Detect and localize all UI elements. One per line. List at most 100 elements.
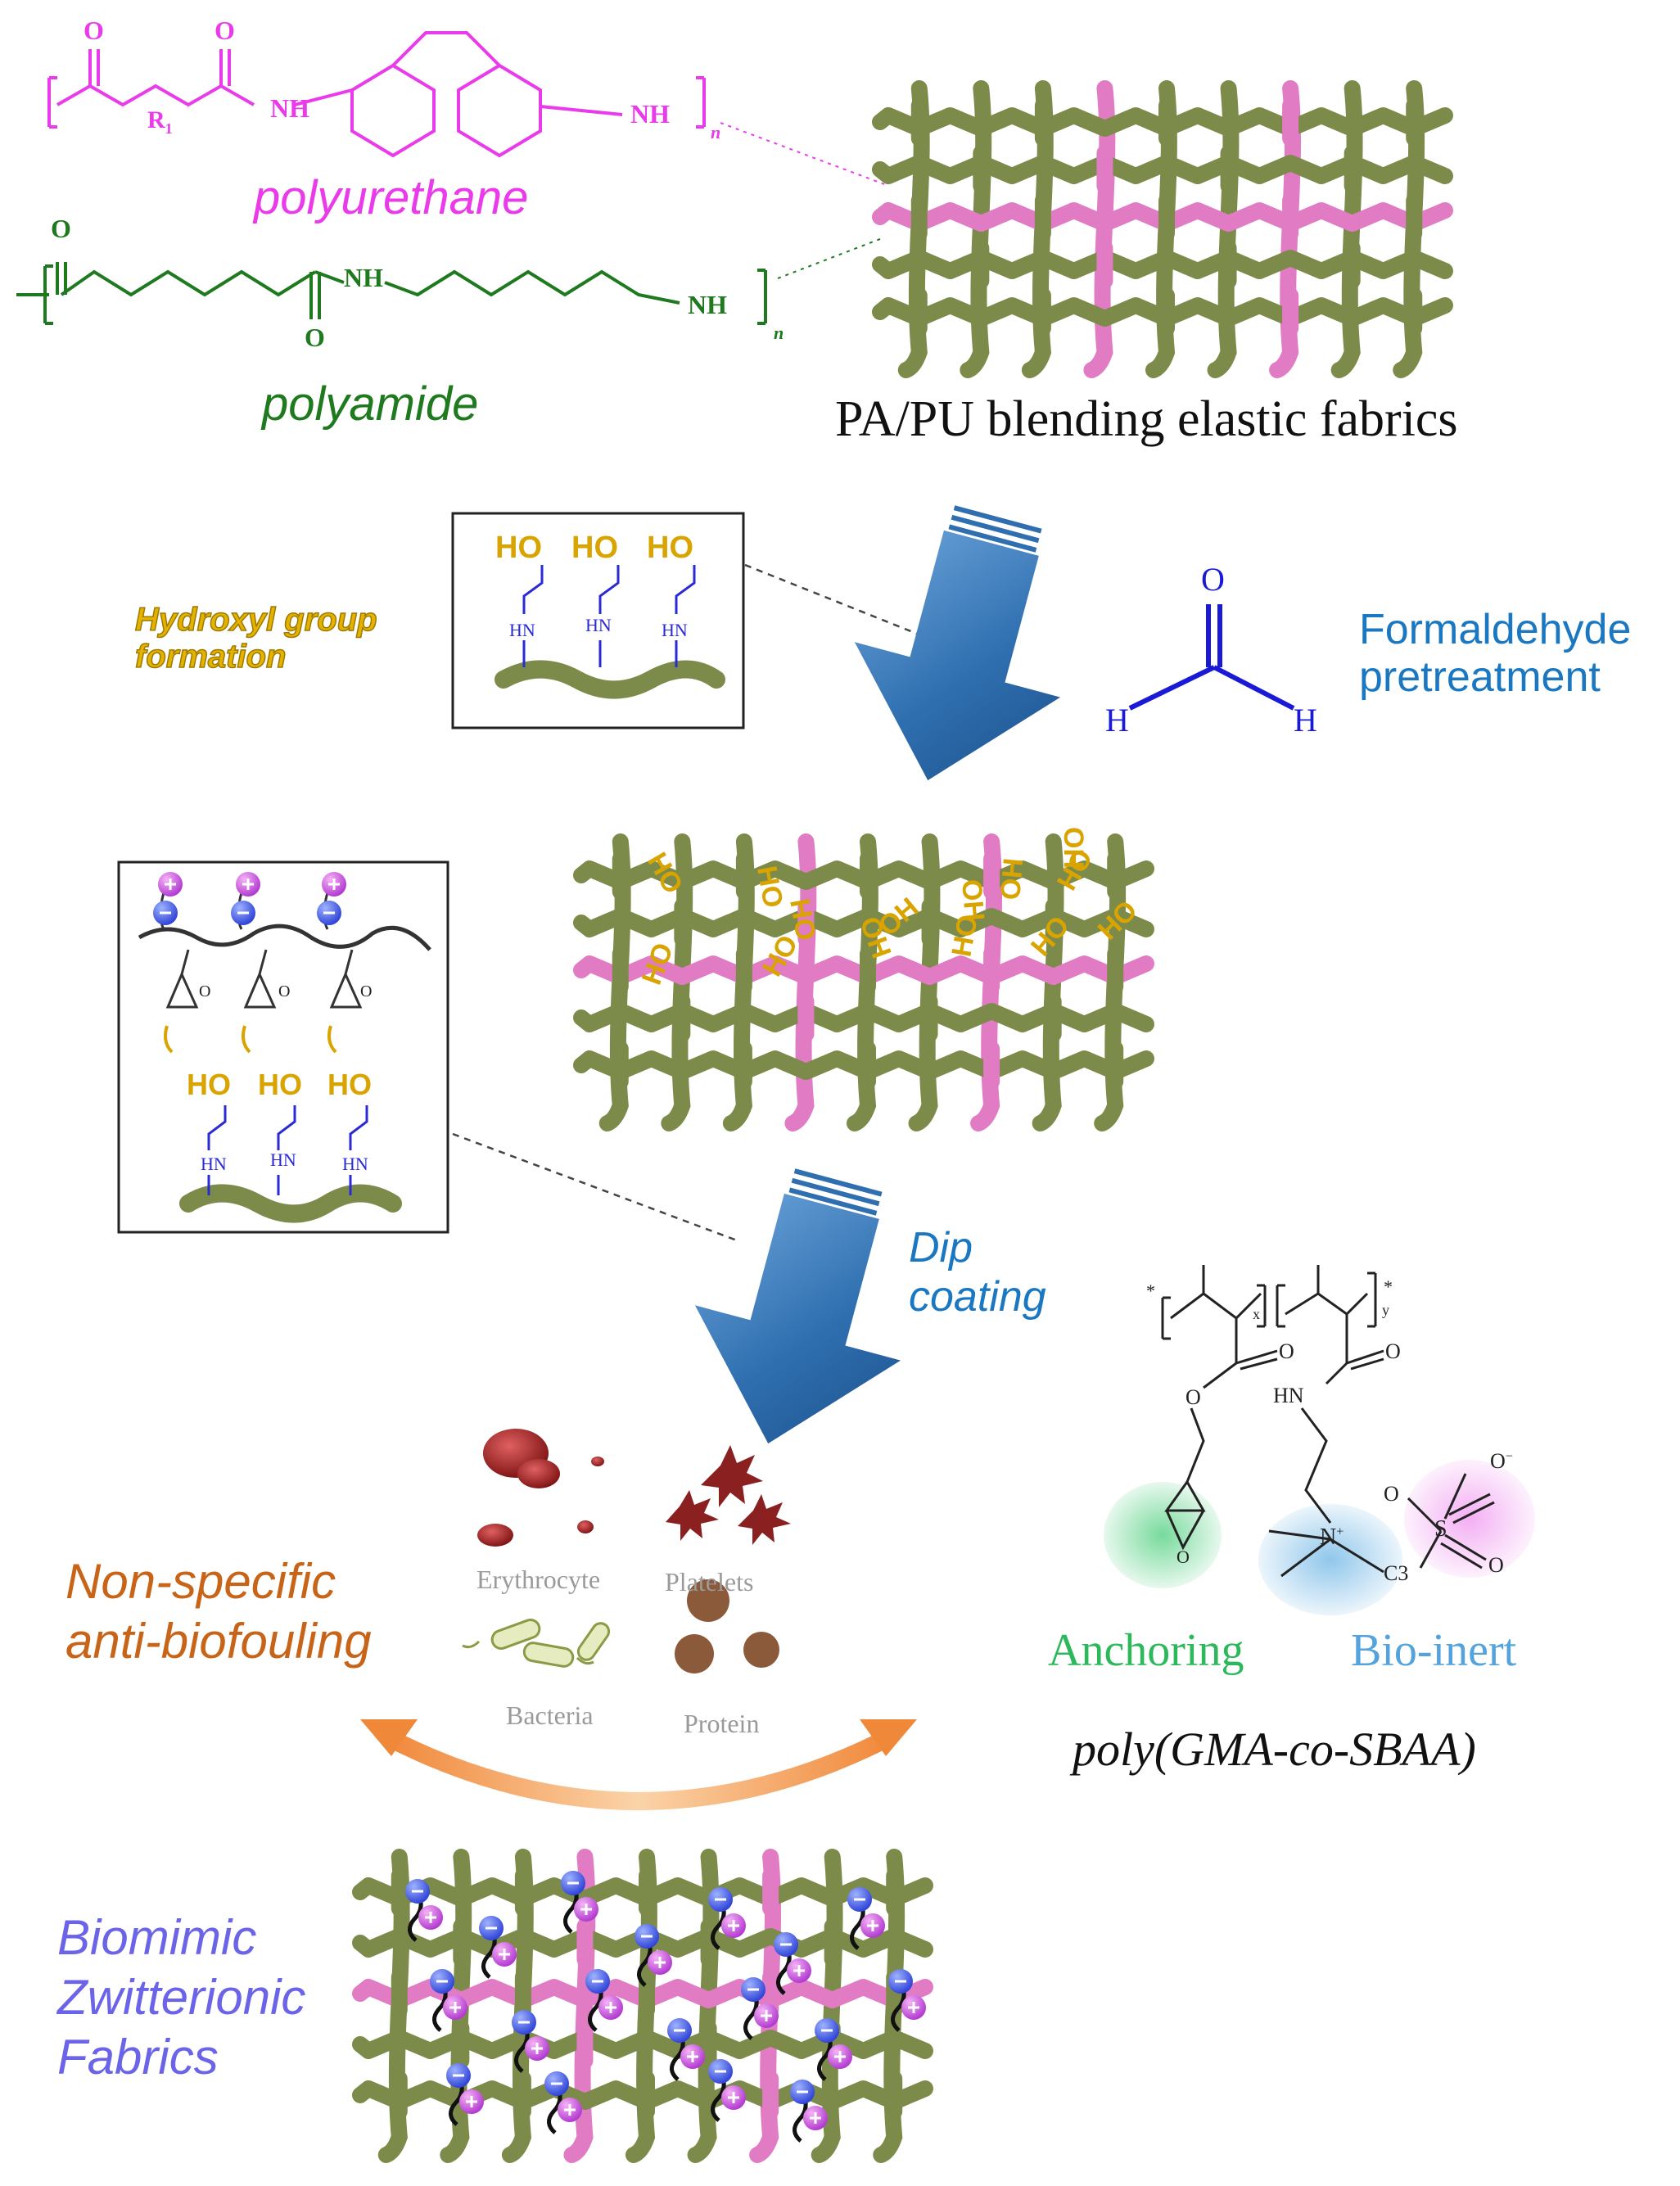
polymer-hn-label: HN: [1273, 1384, 1304, 1407]
fabric-oh-label: OH: [955, 878, 990, 922]
epoxide-ring: [243, 949, 277, 1009]
bioinert-label: Bio-inert: [1351, 1625, 1517, 1676]
formaldehyde-o-label: O: [1201, 561, 1225, 598]
plus-sign: [328, 878, 340, 890]
process-arrow-1: [854, 505, 1061, 781]
inset2-hn-1: HN: [201, 1154, 227, 1174]
pa-weft-thread: [573, 860, 1154, 890]
polymer-so-o1-label: O: [1384, 1482, 1399, 1506]
hydroxyl-inset-structure: [495, 565, 725, 699]
formaldehyde-h1-label: H: [1105, 702, 1129, 738]
epoxide-ring: [165, 949, 199, 1009]
fabric-oh-label: OH: [1058, 827, 1089, 869]
pa-weft-thread: [352, 1877, 933, 1907]
formaldehyde-h2-label: H: [1294, 702, 1317, 738]
process-arrow-2: [694, 1168, 901, 1444]
grafting-inset-structure: [138, 872, 431, 1223]
inset-fiber: [495, 660, 725, 699]
inset2-epoxide-o-3: O: [360, 982, 373, 1000]
inset1-ho-2: HO: [571, 531, 618, 565]
fabric-oh-label: OH: [995, 857, 1029, 901]
inset-fiber: [179, 1184, 402, 1223]
plus-sign: [761, 2010, 772, 2021]
plus-sign: [793, 1965, 805, 1976]
pa-nh1-label: NH: [344, 263, 383, 292]
inset1-hn-1: HN: [509, 620, 535, 640]
pa-warp-thread: [687, 1849, 720, 2163]
plus-sign: [908, 2002, 919, 2013]
plus-sign: [867, 1920, 878, 1931]
plus-sign: [425, 1912, 436, 1923]
protein-clusters: [675, 1579, 779, 1673]
polymer-s-label: S: [1434, 1516, 1447, 1542]
bioinert-glow-blue: [1258, 1504, 1402, 1615]
hydroxymethyl-chain: [522, 565, 544, 614]
zwitterionic-fabric: [352, 1849, 933, 2163]
polymer-so-o2-label: O: [1488, 1553, 1504, 1577]
fabric-caption: PA/PU blending elastic fabrics: [835, 391, 1458, 447]
pa-warp-thread: [908, 833, 941, 1131]
pa-n-label: n: [774, 323, 784, 343]
pa-weft-thread: [352, 2080, 933, 2110]
plus-sign: [531, 2043, 543, 2054]
polymer-ring-o-label: O: [1176, 1547, 1190, 1567]
polymer-x-label: x: [1253, 1306, 1260, 1322]
inset1-connector-line: [744, 563, 926, 639]
pa-o-bottom-label: O: [305, 323, 325, 352]
pa-warp-thread: [811, 1849, 843, 2163]
pu-weft-thread: [573, 955, 1154, 985]
pa-pu-fabric: [872, 80, 1453, 378]
plus-sign: [728, 1920, 739, 1931]
plus-sign: [580, 1904, 592, 1915]
pa-warp-thread: [1032, 833, 1064, 1131]
polymer-y-label: y: [1382, 1302, 1389, 1318]
plus-sign: [605, 2002, 616, 2013]
inset2-hn-3: HN: [342, 1154, 368, 1174]
inset1-ho-1: HO: [495, 531, 542, 565]
plus-sign: [165, 878, 176, 890]
pa-o-top-label: O: [51, 214, 71, 243]
erythrocyte-cells: [477, 1429, 604, 1547]
inset2-ho-3: HO: [327, 1068, 372, 1101]
bacteria-label: Bacteria: [506, 1700, 594, 1730]
plus-sign: [810, 2112, 821, 2124]
bidirectional-arrow: [380, 1728, 897, 1810]
polymer-o1-label: O: [1279, 1339, 1294, 1363]
pu-nh1-label: NH: [270, 93, 309, 123]
inset2-ho-2: HO: [258, 1068, 302, 1101]
plus-sign: [654, 1957, 666, 1968]
bioinert-glow-pink: [1404, 1460, 1535, 1578]
pa-connector-line: [777, 237, 885, 279]
pa-weft-thread: [872, 297, 1453, 327]
inset1-hn-3: HN: [662, 620, 688, 640]
pu-nh2-label: NH: [630, 99, 670, 129]
hydroxymethyl-chain: [207, 1105, 227, 1150]
polymer-name-label: poly(GMA-co-SBAA): [1073, 1723, 1476, 1776]
pu-o2-label: O: [215, 16, 235, 45]
reaction-arrow: [327, 1025, 337, 1054]
right-arrow-head: [860, 1719, 917, 1756]
formaldehyde-molecule: [1128, 604, 1295, 711]
polymer-star-left: *: [1146, 1280, 1155, 1301]
polyamide-label: polyamide: [262, 377, 479, 431]
plus-sign: [834, 2051, 846, 2062]
plus-sign: [687, 2051, 698, 2062]
plus-sign: [564, 2104, 576, 2116]
bacteria-cells: [462, 1619, 611, 1668]
inset-copolymer-backbone: [138, 924, 431, 951]
polymer-star-right: *: [1384, 1276, 1393, 1297]
fabric-oh-label: HO: [946, 913, 983, 960]
left-arrow-head: [360, 1719, 418, 1756]
hydroxymethyl-chain: [349, 1105, 368, 1150]
plus-sign: [499, 1949, 510, 1960]
inset2-ho-1: HO: [187, 1068, 231, 1101]
plus-sign: [466, 2096, 477, 2107]
polyurethane-label: polyurethane: [254, 171, 529, 224]
protein-label: Protein: [684, 1709, 760, 1738]
